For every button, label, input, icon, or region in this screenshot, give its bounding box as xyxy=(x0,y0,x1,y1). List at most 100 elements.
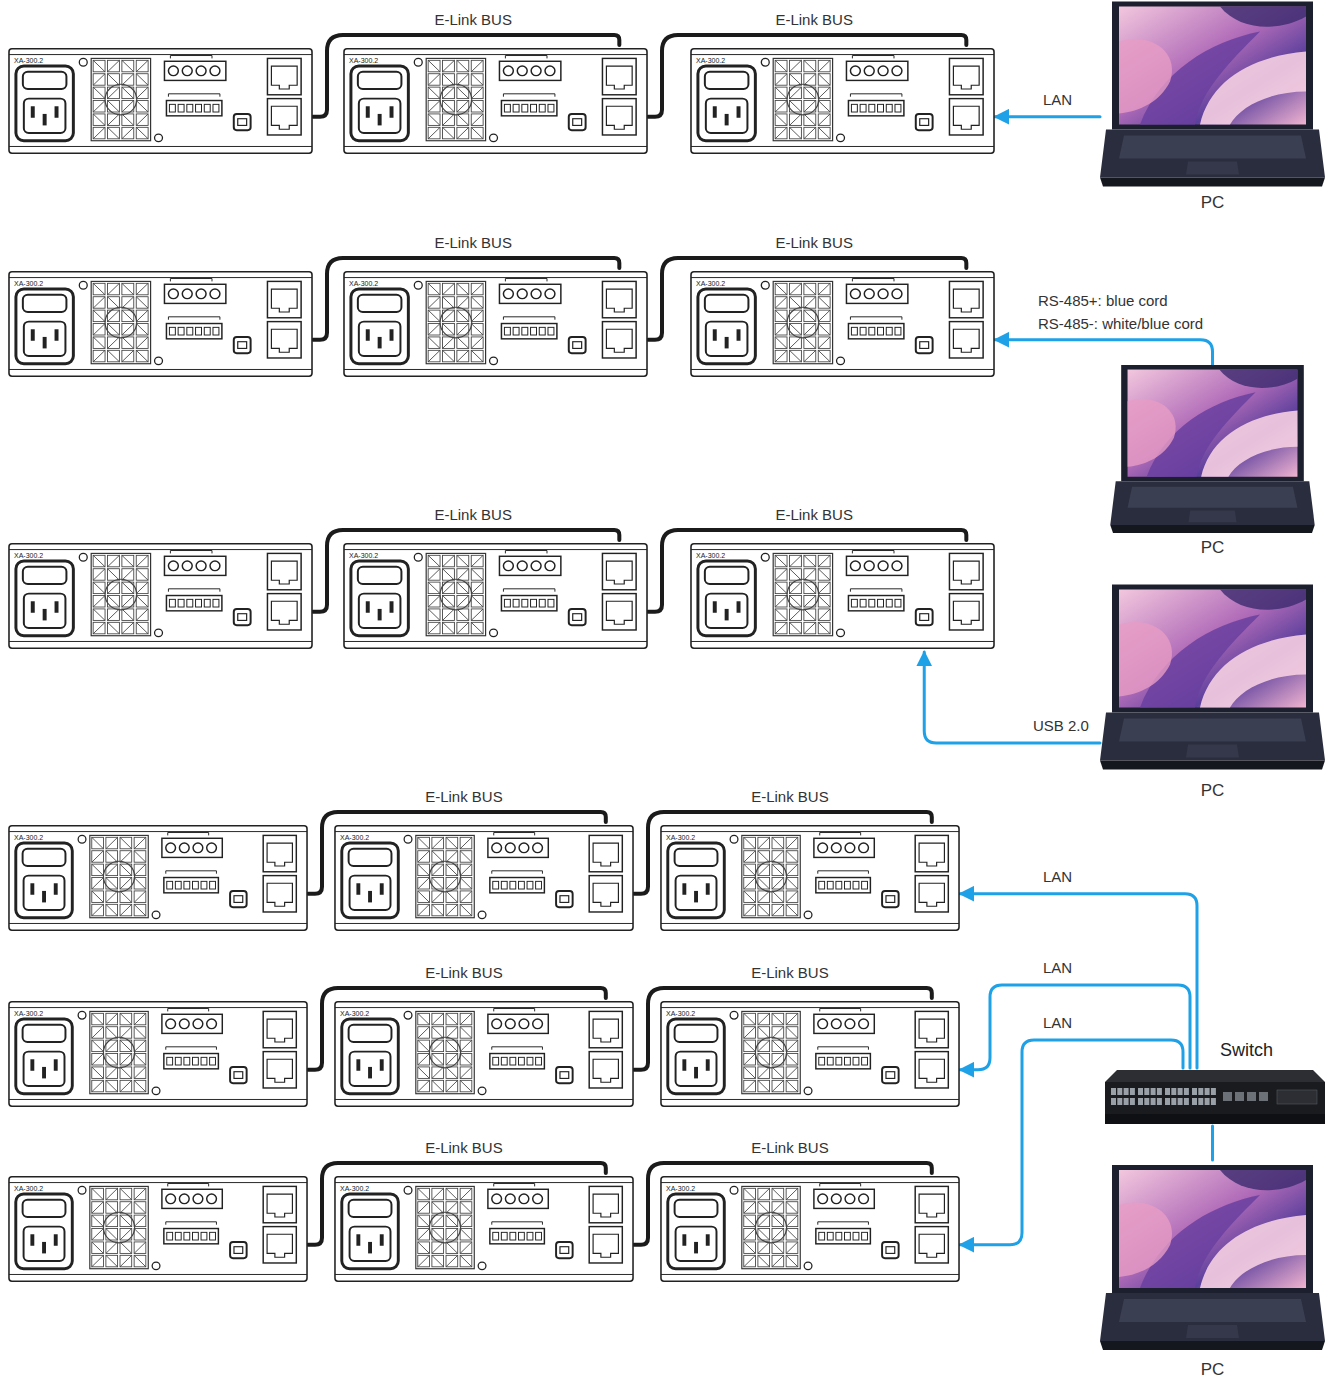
drawing-shape xyxy=(772,1067,784,1078)
drawing-shape xyxy=(136,555,148,566)
drawing-shape xyxy=(694,891,698,902)
laptop-pc: PC xyxy=(1100,0,1325,215)
drawing-shape xyxy=(432,851,444,862)
drawing-shape xyxy=(886,896,895,903)
drawing-shape xyxy=(443,569,455,580)
drawing-shape xyxy=(122,297,134,308)
drawing-shape xyxy=(725,337,729,348)
drawing-shape xyxy=(446,904,458,915)
drawing-shape xyxy=(676,1052,717,1086)
drawing-shape xyxy=(744,1229,756,1240)
drawing-shape xyxy=(201,881,207,889)
drawing-shape xyxy=(818,596,830,607)
drawing-shape xyxy=(428,596,440,607)
drawing-shape xyxy=(527,881,533,889)
drawing-shape xyxy=(460,1080,472,1091)
drawing-shape xyxy=(428,87,440,98)
drawing-shape xyxy=(772,1080,784,1091)
drawing-shape xyxy=(706,322,748,356)
drawing-shape xyxy=(443,74,455,85)
drawing-shape xyxy=(134,1067,146,1078)
connection-label: E-Link BUS xyxy=(431,11,515,29)
drawing-shape xyxy=(120,1027,132,1038)
drawing-shape xyxy=(93,337,105,348)
drawing-shape xyxy=(31,329,35,340)
drawing-shape xyxy=(864,561,874,571)
drawing-shape xyxy=(706,1234,710,1245)
drawing-shape xyxy=(1192,1098,1197,1105)
drawing-shape xyxy=(457,609,469,620)
drawing-shape xyxy=(490,134,498,142)
drawing-shape xyxy=(818,324,830,335)
drawing-shape xyxy=(120,904,132,915)
drawing-shape xyxy=(204,599,210,607)
drawing-shape xyxy=(698,289,755,364)
drawing-shape xyxy=(134,864,146,875)
drawing-shape xyxy=(443,555,455,566)
drawing-shape xyxy=(428,350,440,361)
drawing-shape xyxy=(210,1057,216,1065)
drawing-shape xyxy=(790,609,802,620)
drawing-shape xyxy=(831,1194,841,1204)
drawing-shape xyxy=(730,835,738,843)
drawing-shape xyxy=(164,1229,219,1244)
drawing-shape xyxy=(713,106,717,117)
drawing-shape xyxy=(166,596,221,611)
drawing-shape xyxy=(136,297,148,308)
drawing-shape xyxy=(210,561,220,571)
drawing-shape xyxy=(166,871,217,874)
drawing-shape xyxy=(120,904,132,915)
drawing-shape xyxy=(790,622,802,633)
drawing-shape xyxy=(744,1027,756,1038)
drawing-shape xyxy=(775,609,787,620)
drawing-shape xyxy=(93,609,105,620)
drawing-shape xyxy=(187,104,193,112)
model-label: XA-300.2 xyxy=(340,834,369,842)
drawing-shape xyxy=(349,849,392,866)
drawing-shape xyxy=(134,1255,146,1266)
drawing-shape xyxy=(193,843,203,853)
model-label: XA-300.2 xyxy=(349,552,378,560)
drawing-shape xyxy=(78,835,86,843)
connection-label: LAN xyxy=(1040,91,1075,109)
drawing-shape xyxy=(1220,590,1306,610)
drawing-shape xyxy=(706,883,710,894)
drawing-shape xyxy=(775,74,787,85)
drawing-shape xyxy=(443,609,455,620)
drawing-shape xyxy=(136,101,148,112)
drawing-shape xyxy=(818,324,830,335)
drawing-shape xyxy=(786,851,798,862)
drawing-shape xyxy=(1171,1088,1176,1095)
drawing-shape xyxy=(790,569,802,580)
drawing-shape xyxy=(443,114,455,125)
drawing-shape xyxy=(92,1067,104,1078)
model-label: XA-300.2 xyxy=(340,1185,369,1193)
amplifier-illustration xyxy=(8,45,313,157)
drawing-shape xyxy=(432,1255,444,1266)
drawing-shape xyxy=(92,864,104,875)
drawing-shape xyxy=(359,594,401,628)
drawing-shape xyxy=(1130,1098,1135,1105)
drawing-shape xyxy=(471,569,483,580)
drawing-shape xyxy=(1198,1088,1203,1095)
drawing-shape xyxy=(706,99,748,133)
drawing-shape xyxy=(844,1232,850,1240)
drawing-shape xyxy=(201,1232,207,1240)
drawing-shape xyxy=(443,555,455,566)
drawing-shape xyxy=(446,851,458,862)
drawing-shape xyxy=(9,1274,307,1275)
drawing-shape xyxy=(271,561,297,584)
drawing-shape xyxy=(691,146,994,147)
drawing-shape xyxy=(471,74,483,85)
amplifier-unit: XA-300.2 xyxy=(343,540,648,652)
drawing-shape xyxy=(460,1255,472,1266)
drawing-shape xyxy=(103,861,134,892)
drawing-shape xyxy=(418,837,430,848)
drawing-shape xyxy=(539,104,545,112)
drawing-shape xyxy=(758,904,770,915)
drawing-shape xyxy=(179,843,189,853)
drawing-shape xyxy=(744,904,756,915)
drawing-shape xyxy=(120,837,132,848)
drawing-shape xyxy=(418,1067,430,1078)
drawing-shape xyxy=(164,878,219,893)
